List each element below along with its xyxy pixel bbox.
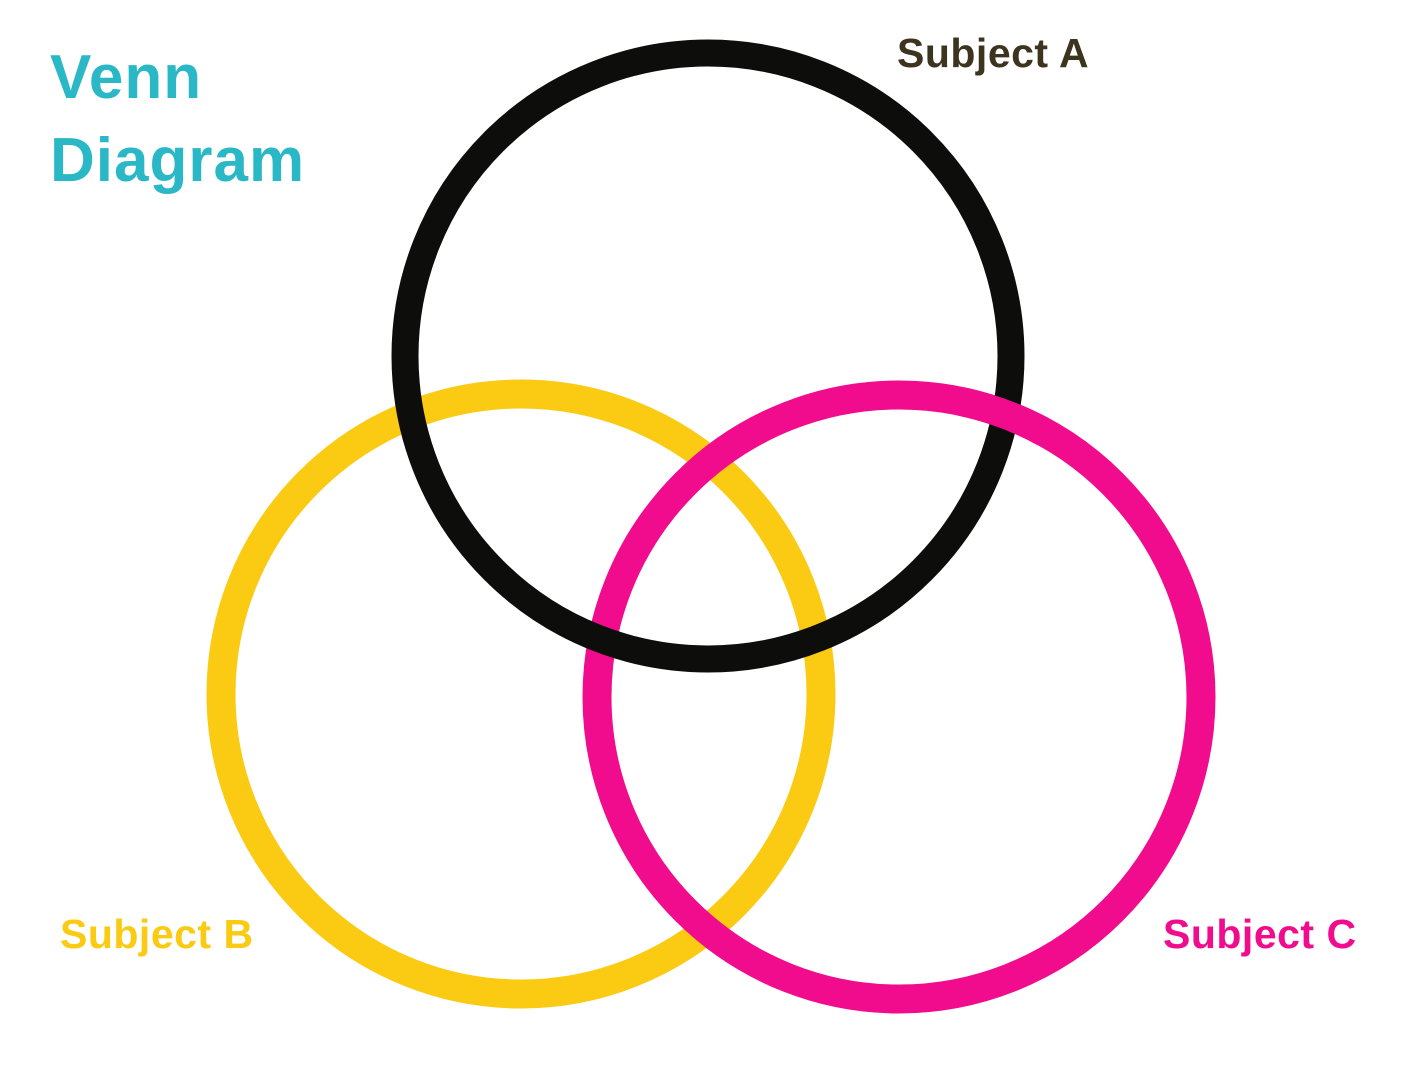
subject-a-circle bbox=[391, 39, 1025, 673]
subject-c-label: Subject C bbox=[1163, 911, 1357, 957]
subject-b-circle bbox=[206, 379, 836, 1009]
page-title-line2: Diagram bbox=[50, 126, 306, 195]
subject-c-weave-patch-arc bbox=[958, 387, 1053, 446]
subject-b-label: Subject B bbox=[60, 911, 254, 957]
page-title-line1: Venn bbox=[50, 43, 203, 112]
page-title: Venn Diagram bbox=[50, 36, 305, 202]
subject-a-label: Subject A bbox=[897, 30, 1090, 76]
subject-c-circle bbox=[582, 380, 1216, 1014]
